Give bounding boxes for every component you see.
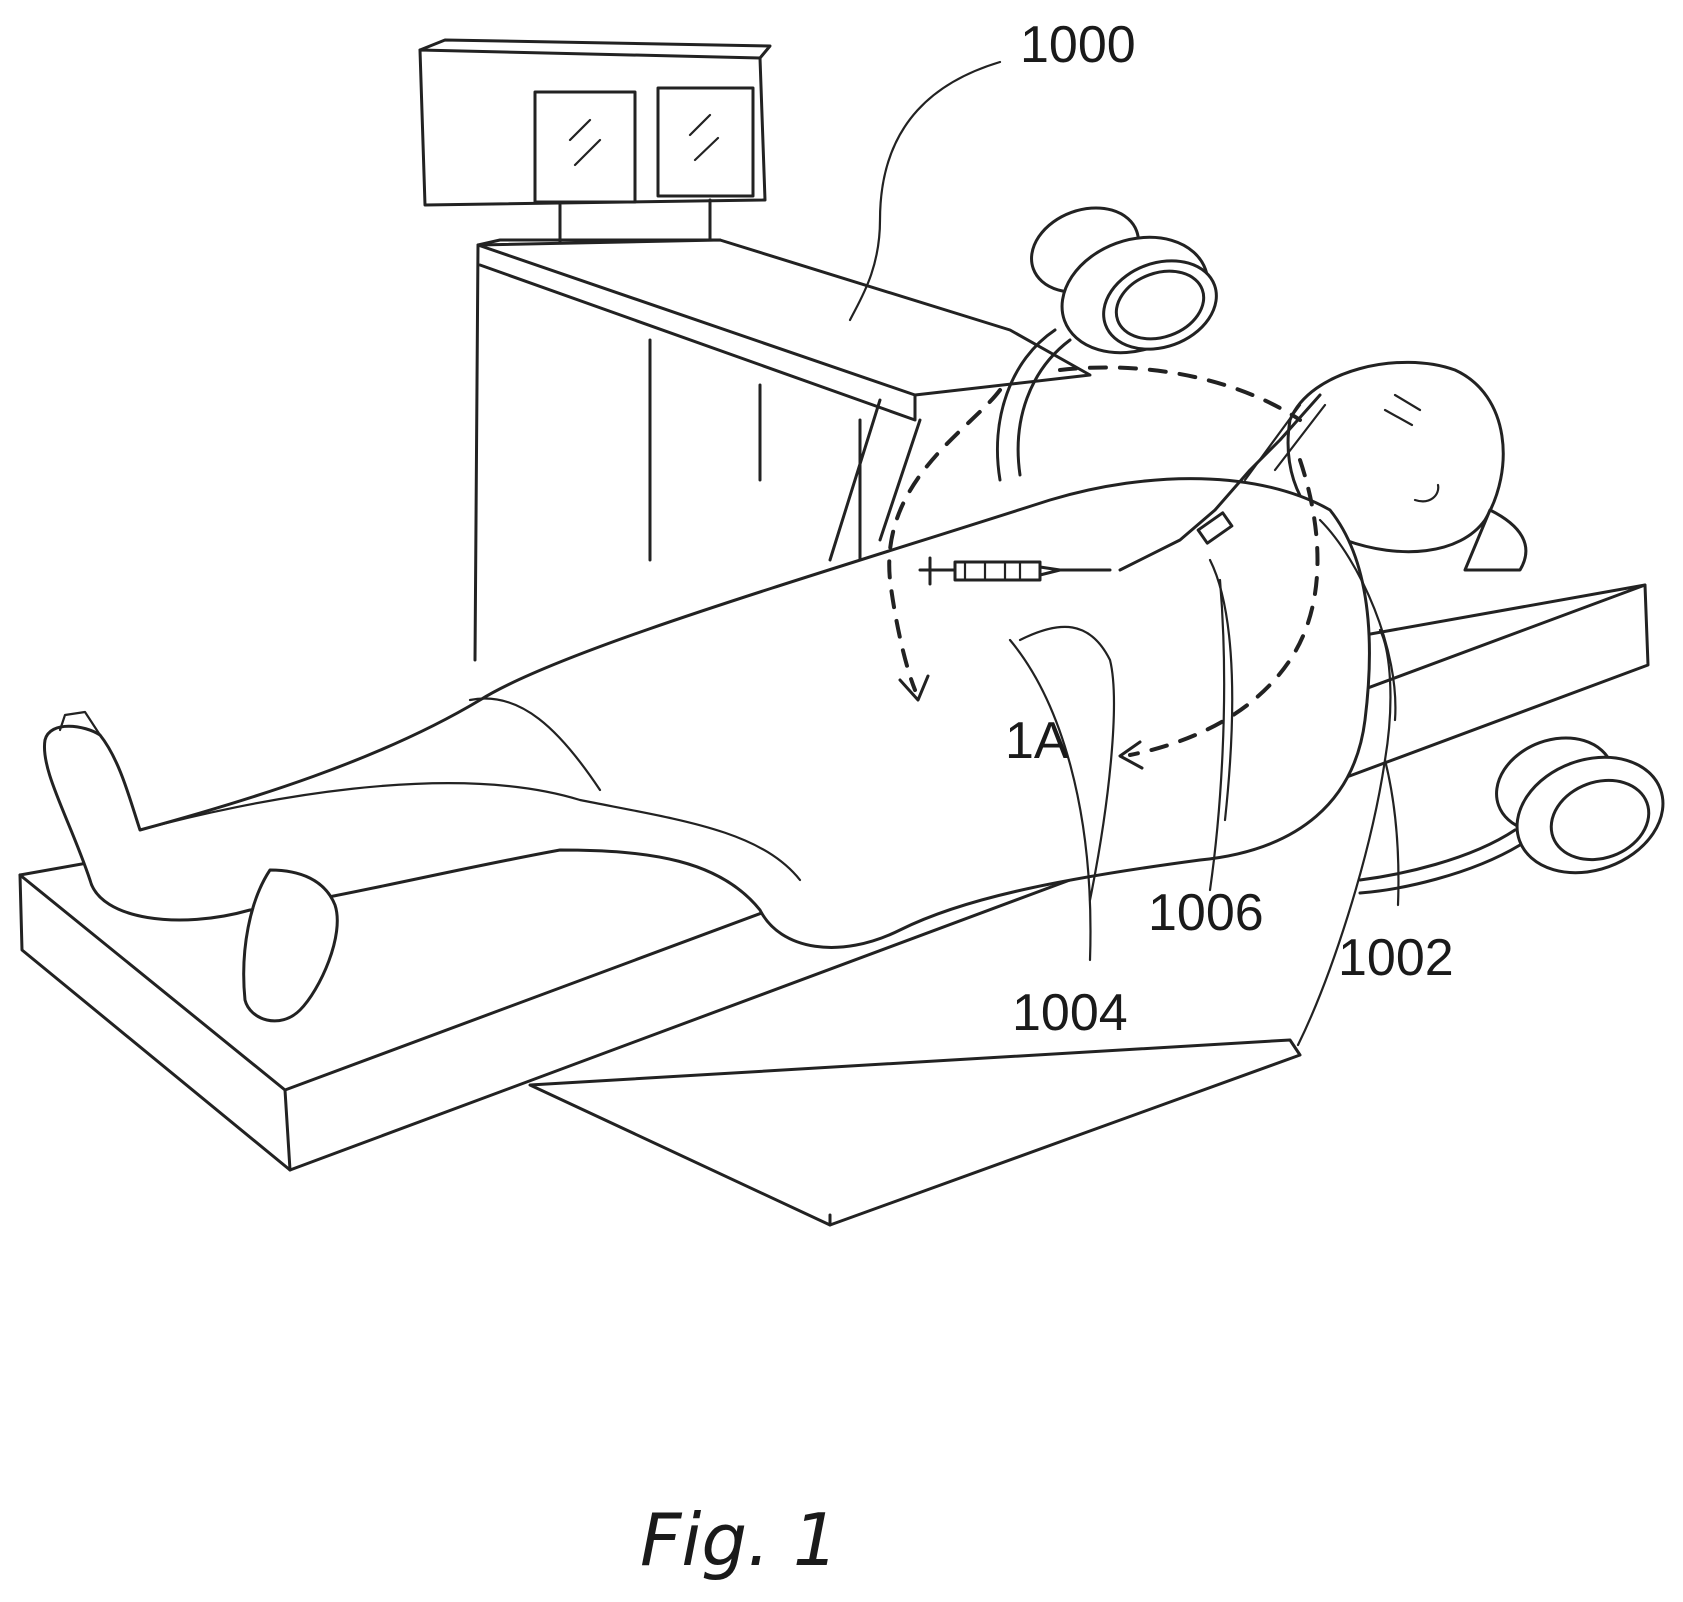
leader-1000 bbox=[850, 62, 1000, 320]
left-monitor-screen bbox=[535, 92, 635, 202]
label-1004: 1004 bbox=[1012, 984, 1128, 1042]
patient bbox=[44, 362, 1525, 1021]
upper-xray-source bbox=[997, 194, 1228, 480]
monitor-console bbox=[420, 40, 770, 245]
label-1A: 1A bbox=[1005, 712, 1069, 770]
label-1000: 1000 bbox=[1020, 16, 1136, 74]
label-1002: 1002 bbox=[1338, 929, 1454, 987]
label-1006: 1006 bbox=[1148, 884, 1264, 942]
figure-caption: Fig. 1 bbox=[640, 1498, 839, 1582]
leader-1002b bbox=[1385, 760, 1398, 905]
right-monitor-screen bbox=[658, 88, 753, 196]
